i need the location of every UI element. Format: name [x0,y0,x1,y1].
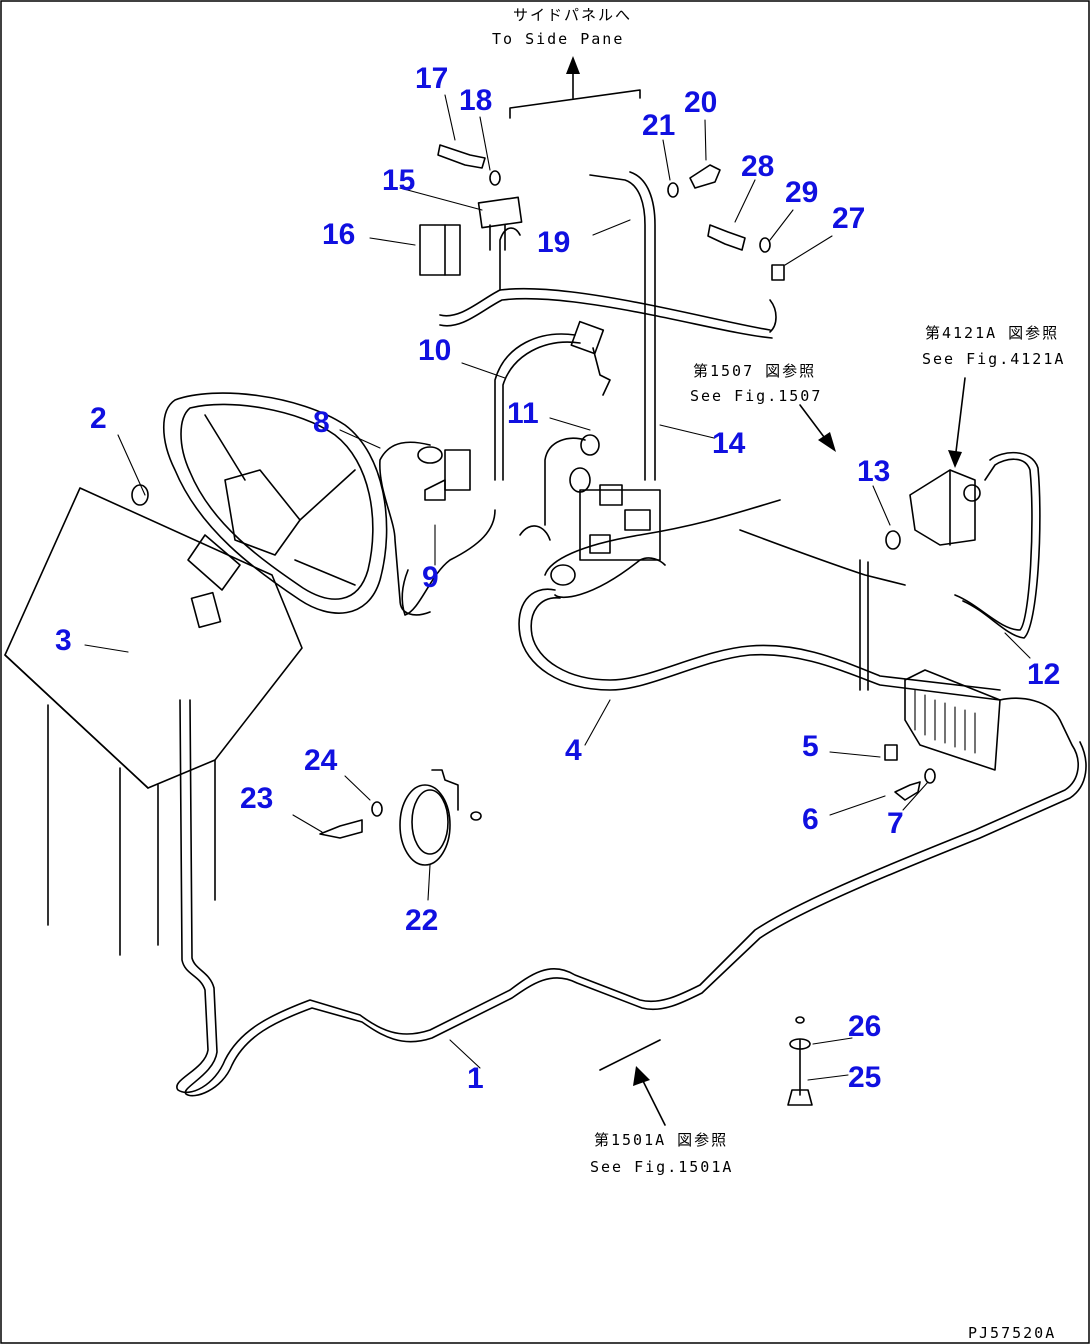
junction-block [519,434,661,586]
callout-2: 2 [90,402,107,435]
harness-1 [176,697,1087,1097]
callout-26: 26 [848,1010,881,1043]
callout-16: 16 [322,218,355,251]
callout-8: 8 [313,406,330,439]
callout-14: 14 [712,427,746,460]
side-panel-pointer [509,56,641,119]
leader-lines [84,94,1031,1081]
controller-block [904,669,1001,771]
callout-17: 17 [415,62,448,95]
callout-20: 20 [684,86,717,119]
side-panel-label-en: To Side Pane [492,30,624,48]
harness-12 [954,451,1041,639]
callout-21: 21 [642,109,675,142]
callout-4: 4 [565,734,582,767]
reference-labels: サイドパネルへ To Side Pane 第4121A 図参照 See Fig.… [492,6,1065,1342]
callout-9: 9 [422,561,439,594]
callout-19: 19 [537,226,570,259]
fig-1501a-label-en: See Fig.1501A [590,1158,733,1176]
steering-column-box [4,484,303,956]
fig-1501a-label-jp: 第1501A 図参照 [594,1131,728,1149]
fig-1507-label-en: See Fig.1507 [690,387,822,405]
bracket-4121a [909,469,981,546]
callout-25: 25 [848,1061,881,1094]
callout-11: 11 [507,397,539,430]
callout-27: 27 [832,202,865,235]
harness-10 [401,320,611,616]
callout-24: 24 [304,744,338,777]
reference-arrows [599,377,966,1126]
callout-3: 3 [55,624,72,657]
fasteners [319,144,936,1106]
callout-15: 15 [382,164,415,197]
callout-7: 7 [887,807,904,840]
callout-5: 5 [802,730,819,763]
callout-18: 18 [459,84,492,117]
callout-28: 28 [741,150,774,183]
fig-1507-label-jp: 第1507 図参照 [693,362,816,380]
drawing-code: PJ57520A [968,1324,1056,1342]
callout-10: 10 [418,334,451,367]
callout-13: 13 [857,455,890,488]
harness-14 [439,171,777,481]
fig-4121a-label-en: See Fig.4121A [922,350,1065,368]
side-panel-label-jp: サイドパネルへ [513,6,632,24]
callout-1: 1 [467,1062,484,1095]
callout-23: 23 [240,782,273,815]
callout-12: 12 [1027,658,1060,691]
relay-units [419,196,523,276]
horn-assembly [399,769,482,866]
callout-22: 22 [405,904,438,937]
part-callouts: 1 2 3 4 5 6 7 8 9 10 11 12 13 14 15 16 1… [55,62,1060,1095]
callout-6: 6 [802,803,819,836]
harness-8 [379,441,471,616]
fig-4121a-label-jp: 第4121A 図参照 [925,324,1059,342]
callout-29: 29 [785,176,818,209]
